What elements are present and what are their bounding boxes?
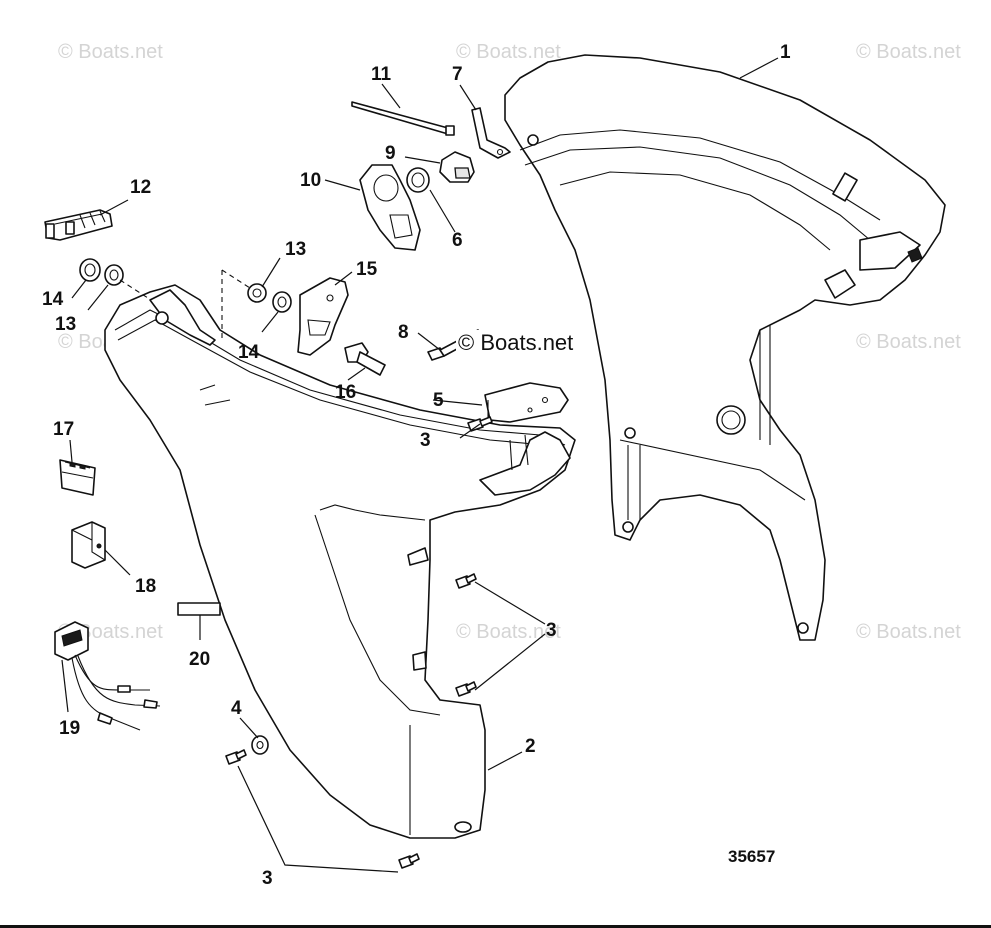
callout-20: 20 bbox=[189, 649, 210, 670]
part-3-screw-mid-a bbox=[455, 573, 477, 589]
part-7-bracket bbox=[471, 107, 511, 159]
callout-3: 3 bbox=[546, 620, 557, 641]
part-3-screw-lower-a bbox=[225, 749, 247, 765]
part-15-latch-plate bbox=[297, 277, 349, 356]
part-5-cover bbox=[484, 382, 569, 423]
bottom-border bbox=[0, 925, 991, 928]
part-12-handle bbox=[44, 209, 113, 241]
callout-18: 18 bbox=[135, 576, 156, 597]
part-10-housing bbox=[359, 164, 421, 251]
callout-17: 17 bbox=[53, 419, 74, 440]
watermark: © Boats.net bbox=[856, 41, 961, 63]
callout-3: 3 bbox=[262, 868, 273, 889]
callout-5: 5 bbox=[433, 390, 444, 411]
part-3-screw-mid-b bbox=[455, 681, 477, 697]
callout-8: 8 bbox=[398, 322, 409, 343]
part-14-washer-right bbox=[272, 291, 292, 313]
part-13-bushing-left bbox=[104, 264, 124, 286]
watermark-backdrop bbox=[456, 330, 588, 356]
figure-number: 35657 bbox=[728, 847, 775, 866]
part-13-bushing-right bbox=[247, 283, 267, 303]
part-2-cowl-left bbox=[104, 284, 576, 839]
watermark: © Boats.net bbox=[856, 331, 961, 353]
callout-11: 11 bbox=[371, 64, 392, 85]
watermark: © Boats.net bbox=[456, 621, 561, 643]
callout-6: 6 bbox=[452, 230, 463, 251]
callout-7: 7 bbox=[452, 64, 463, 85]
watermark: © Boats.net bbox=[456, 41, 561, 63]
callout-4: 4 bbox=[231, 698, 242, 719]
callout-12: 12 bbox=[130, 177, 151, 198]
callout-10: 10 bbox=[300, 170, 321, 191]
callout-9: 9 bbox=[385, 143, 396, 164]
watermark: © Boats.net bbox=[856, 621, 961, 643]
part-14-washer-left bbox=[79, 258, 101, 282]
callout-2: 2 bbox=[525, 736, 536, 757]
callout-15: 15 bbox=[356, 259, 378, 280]
part-18-block bbox=[71, 521, 106, 569]
watermark: © Boats.net bbox=[58, 41, 163, 63]
part-19-switch-harness bbox=[54, 621, 161, 731]
leader-lines bbox=[61, 57, 779, 873]
callout-19: 19 bbox=[59, 718, 80, 739]
callout-14: 14 bbox=[42, 289, 64, 310]
part-4-washer bbox=[251, 735, 269, 755]
alignment-dash bbox=[221, 269, 251, 289]
callout-1: 1 bbox=[780, 42, 791, 63]
part-9-knob bbox=[439, 151, 475, 183]
callout-13: 13 bbox=[285, 239, 306, 260]
part-20-label bbox=[177, 602, 221, 616]
part-16-bolt bbox=[344, 342, 386, 376]
part-17-clip bbox=[59, 459, 96, 496]
callout-layer: 1 2 3 3 3 4 5 6 7 8 9 10 11 12 13 13 14 … bbox=[42, 42, 791, 889]
part-1-cowl-right bbox=[504, 54, 946, 641]
center-watermark: © Boats.net bbox=[458, 330, 573, 355]
part-11-pin bbox=[351, 101, 455, 136]
callout-16: 16 bbox=[335, 382, 356, 403]
part-3-screw-upper bbox=[467, 416, 493, 432]
alignment-dash bbox=[119, 279, 149, 299]
callout-13: 13 bbox=[55, 314, 76, 335]
callout-14: 14 bbox=[238, 342, 260, 363]
part-6-washer bbox=[406, 167, 430, 193]
callout-3: 3 bbox=[420, 430, 431, 451]
part-3-screw-lower-b bbox=[398, 853, 420, 869]
